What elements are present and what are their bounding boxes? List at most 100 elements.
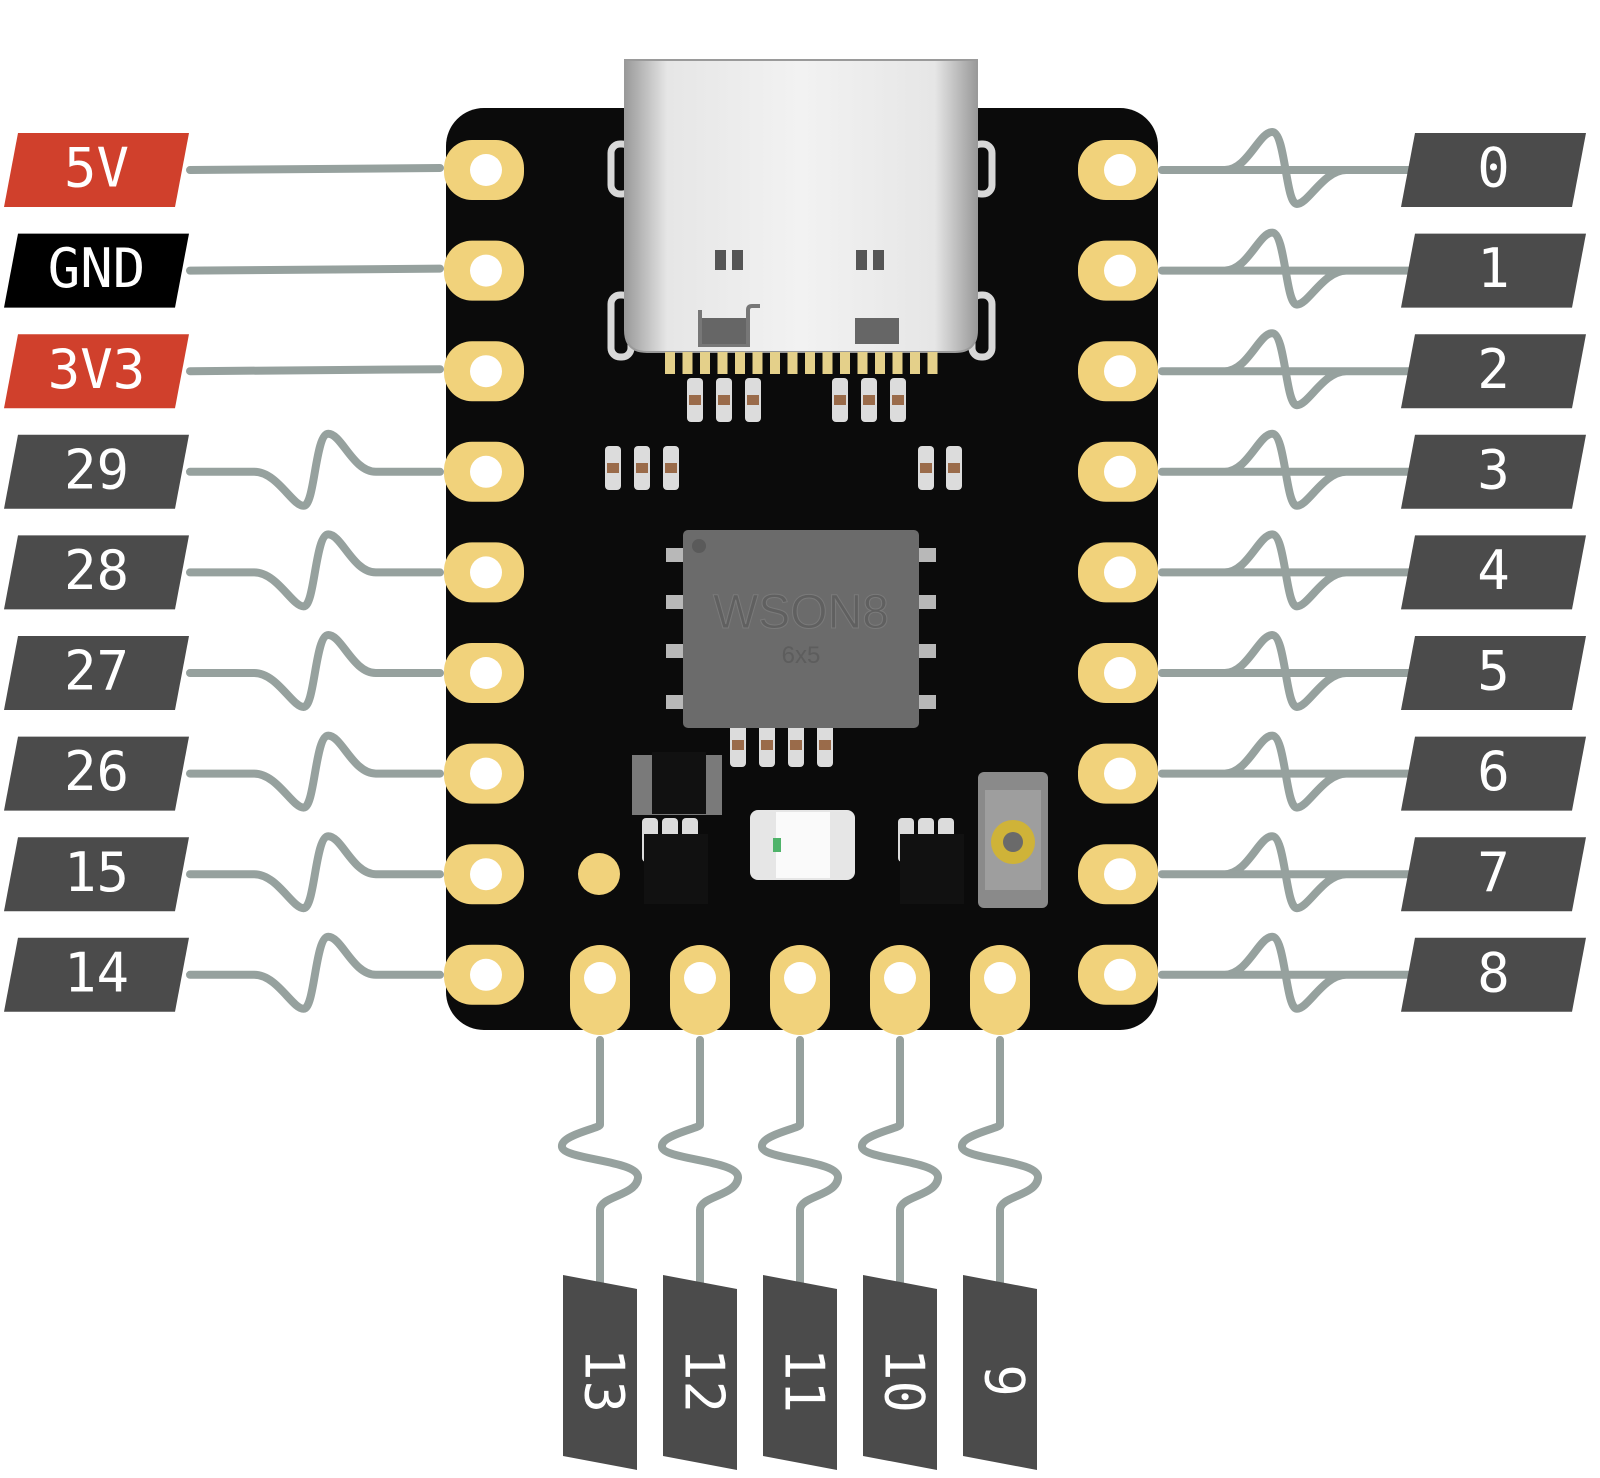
pin-wires [186,127,1413,1292]
pin-label-right-0: 0 [1401,133,1586,207]
usb-pin [700,352,710,374]
wire-left-28 [186,530,444,611]
pad-left-5V-hole [470,154,502,186]
usb-pin [752,352,763,374]
pin-label-bottom-10: 10 [863,1275,937,1470]
pad-left-14-hole [470,958,502,991]
pin-label-3V3-shape [4,334,189,409]
smd-part-body [607,463,619,473]
smd-part-body [834,395,846,405]
pin-label-right-1: 1 [1401,233,1586,308]
pin-label-bottom-13: 13 [563,1275,637,1470]
usb-pin [840,352,850,374]
pin-label-29: 29 [4,434,189,509]
wire-right-3 [1158,429,1413,510]
pin-label-right-1-shape [1401,233,1586,308]
pin-label-bottom-12-shape [663,1275,737,1470]
pin-label-right-8-text: 8 [1477,941,1510,1004]
reset-button [978,772,1048,908]
pad-right-6-hole [1104,757,1136,790]
pin-label-15-shape [4,837,189,912]
wire-right-0 [1158,127,1413,209]
usb-pin [927,352,938,374]
pin-label-bottom-13-text: 13 [572,1348,635,1413]
pad-right-4-hole [1104,556,1136,589]
smd-part-body [747,395,759,405]
pin-label-5V: 5V [4,133,189,207]
pin-label-right-7-shape [1401,837,1586,912]
usb-pin [682,352,693,374]
pin-label-27: 27 [4,636,189,710]
wire-left-3V3 [186,365,444,376]
usb-pin [892,352,903,374]
pin-label-bottom-13-shape [563,1275,637,1470]
small-ics [632,752,964,904]
pad-bottom-12-hole [684,962,716,994]
rgb-led [750,810,855,880]
pin-label-26: 26 [4,736,189,811]
usb-pin [770,352,780,374]
pin-label-bottom-9: 9 [963,1275,1037,1470]
wire-bottom-11 [758,1036,842,1292]
wire-right-4 [1158,530,1413,611]
pin-label-15-text: 15 [64,841,129,904]
wire-left-27 [186,630,444,712]
usb-pin [735,352,745,374]
test-pad [578,853,620,895]
pin-label-right-5-text: 5 [1477,640,1510,703]
pad-bottom-11-hole [784,962,816,994]
pin-label-right-6: 6 [1401,736,1586,811]
pin-label-right-8: 8 [1401,937,1586,1012]
pin-label-right-6-shape [1401,736,1586,811]
pin-label-right-2: 2 [1401,334,1586,409]
smd-part-body [689,395,701,405]
pin-label-bottom-11-shape [763,1275,837,1470]
pad-right-3-hole [1104,455,1136,488]
pin-label-right-3-shape [1401,434,1586,509]
wire-right-2 [1158,329,1413,410]
usb-pin [910,352,920,374]
flash-chip-label: WSON8 [713,586,889,639]
pin-label-26-shape [4,736,189,811]
pin-label-right-1-text: 1 [1477,237,1510,300]
pad-right-5-hole [1104,657,1136,689]
pad-right-7-hole [1104,858,1136,891]
pin-label-28-shape [4,535,189,610]
pin-label-right-6-text: 6 [1477,740,1510,803]
pin-label-bottom-12: 12 [663,1275,737,1470]
pin-label-28: 28 [4,535,189,610]
pad-right-1-hole [1104,254,1136,287]
pin-label-bottom-10-shape [863,1275,937,1470]
pad-left-27-hole [470,657,502,689]
usb-pin [805,352,815,374]
pin-label-GND-text: GND [48,237,146,300]
pin-label-14-shape [4,937,189,1012]
pin-label-bottom-11-text: 11 [772,1348,835,1413]
pin-label-14: 14 [4,937,189,1012]
smd-part-body [732,740,744,750]
pin-label-right-3-text: 3 [1477,438,1510,501]
pin-label-26-text: 26 [64,740,129,803]
pin-label-right-0-text: 0 [1477,137,1510,200]
pin-label-right-4: 4 [1401,535,1586,610]
smd-part-body [819,740,831,750]
pin-label-right-2-shape [1401,334,1586,409]
wire-right-8 [1158,932,1413,1013]
wire-left-29 [186,429,444,510]
pin-label-5V-shape [4,133,189,207]
gpio-pads [444,140,1158,1035]
pin-label-right-5: 5 [1401,636,1586,710]
pin-label-bottom-10-text: 10 [872,1348,935,1413]
smd-part-body [718,395,730,405]
pad-left-GND-hole [470,254,502,287]
pad-right-2-hole [1104,355,1136,388]
pin-label-3V3: 3V3 [4,334,189,409]
pin-label-bottom-12-text: 12 [672,1348,735,1413]
pad-left-26-hole [470,757,502,790]
usb-pin [875,352,885,374]
pin-label-bottom-9-text: 9 [972,1364,1035,1397]
pin-label-27-shape [4,636,189,710]
smd-part-body [636,463,648,473]
wire-left-GND [186,264,444,275]
